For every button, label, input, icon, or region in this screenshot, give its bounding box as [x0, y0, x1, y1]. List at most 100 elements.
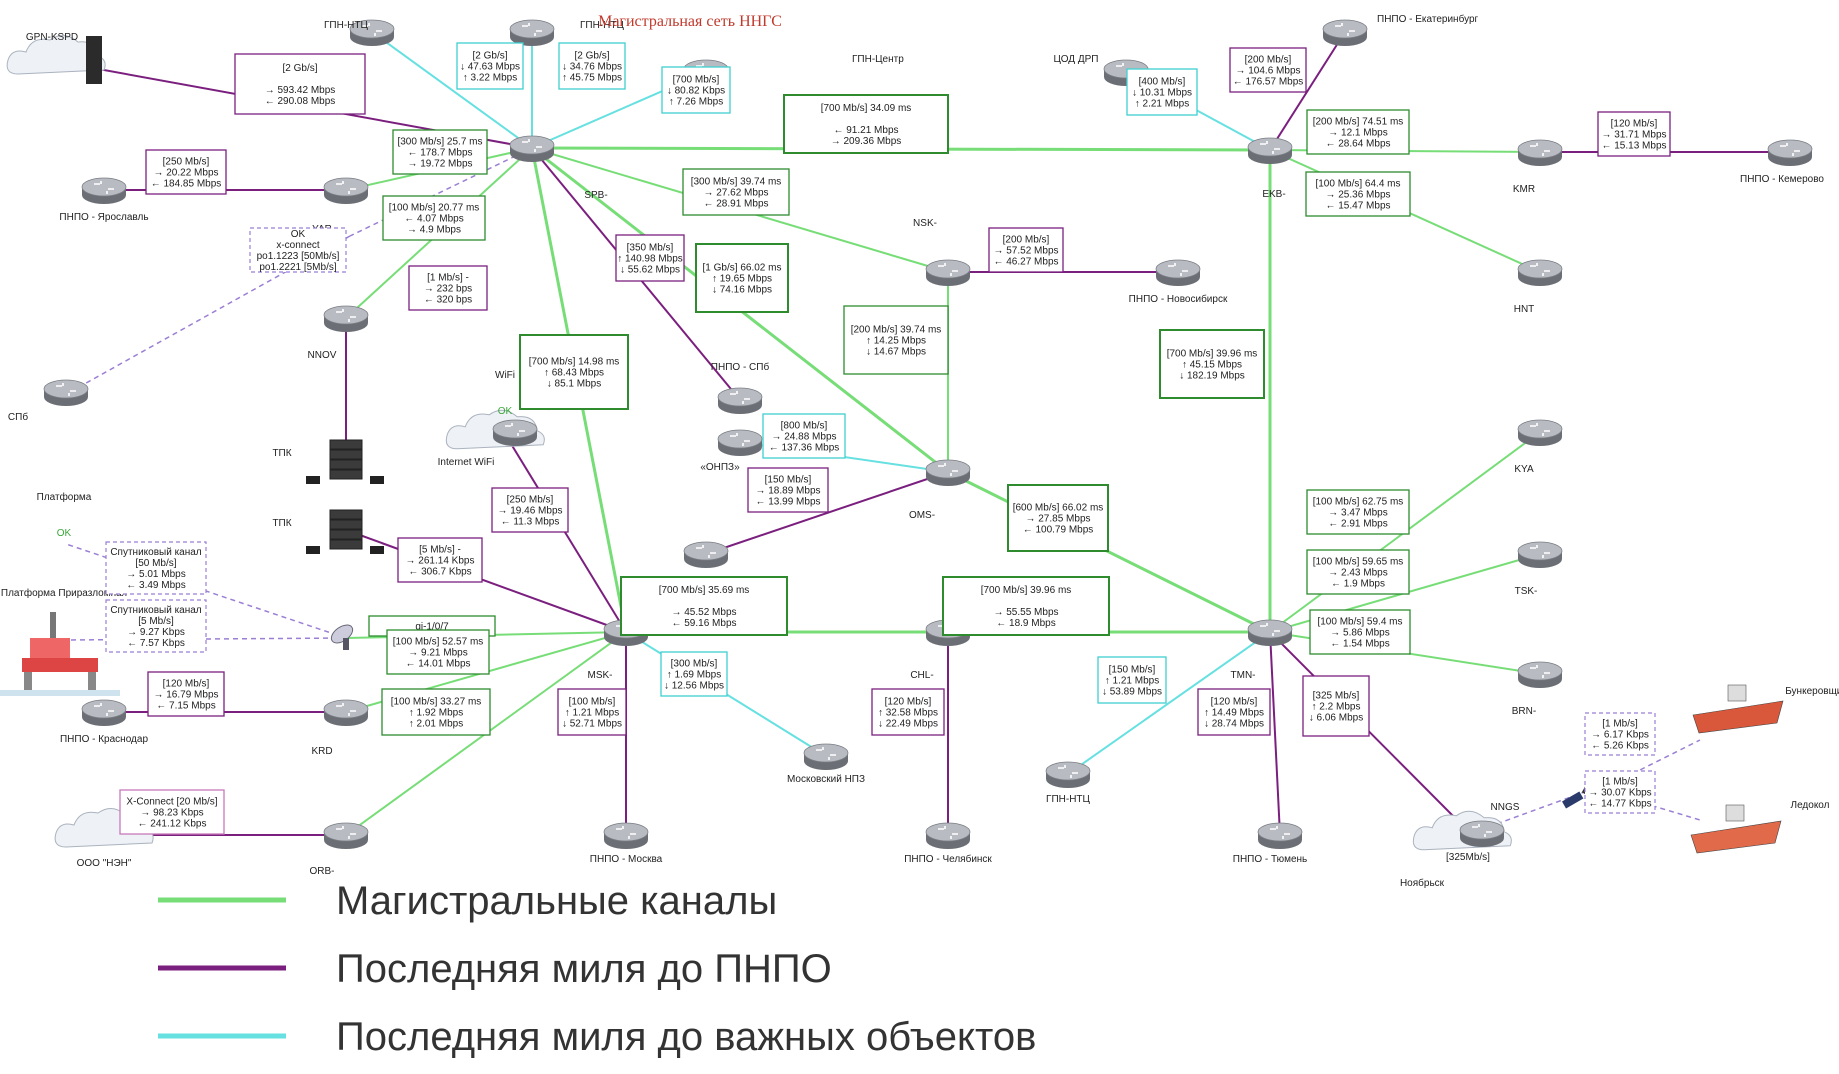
node-label: Ледокол [1791, 800, 1830, 811]
link-label-text: [150 Mb/s] [1109, 665, 1156, 676]
link-label-text: [2 Gb/s] [282, 63, 317, 74]
node-pnpo-nsk[interactable]: ПНПО - Новосибирск [1129, 259, 1228, 305]
node-nsk[interactable]: NSK- [913, 218, 971, 286]
legend-item: Последняя миля до важных объектов [158, 1015, 1036, 1059]
node-gpn-ntc3[interactable]: ГПН-НТЦ [1045, 761, 1091, 805]
node-pnpo-msk[interactable]: ПНПО - Москва [590, 822, 663, 865]
node-krd[interactable]: KRD [311, 699, 369, 757]
link-label-text: ← 15.47 Mbps [1325, 201, 1390, 212]
dashed-link [65, 637, 347, 641]
link-label-text: [200 Mb/s] [1003, 235, 1050, 246]
node-label: ПНПО - Екатеринбург [1377, 13, 1479, 25]
link-label-text: → 18.89 Mbps [755, 486, 820, 497]
node-spb-left[interactable]: СПб [8, 379, 89, 423]
node-noyabrsk[interactable]: Ноябрьск [1400, 877, 1445, 889]
node-oms[interactable]: OMS- [909, 459, 971, 521]
node-gpn-ntc1[interactable]: ГПН-НТЦ [324, 19, 395, 46]
node-gpn-kspd[interactable]: GPN-KSPD [6, 32, 106, 84]
node-pnpo-kem[interactable]: ПНПО - Кемерово [1740, 139, 1824, 185]
link-label-text: ↑ 14.49 Mbps [1204, 708, 1264, 719]
link-tmn-nngs [1269, 631, 1473, 836]
link-label-text: ← 3.49 Mbps [126, 580, 185, 591]
node-pnpo-spb[interactable]: ПНПО - СПб [711, 361, 770, 414]
node-pnpo-krd[interactable]: ПНПО - Краснодар [60, 699, 148, 745]
link-label-text: ← 184.85 Mbps [151, 179, 222, 190]
node-orb[interactable]: ORB- [310, 822, 369, 877]
link-label-text: → 30.07 Kbps [1588, 788, 1651, 799]
node-kya[interactable]: KYA [1514, 419, 1563, 475]
node-gpn-ntc2[interactable]: ГПН-НТЦ [509, 19, 624, 46]
node-brn[interactable]: BRN- [1512, 661, 1563, 717]
link-label-box: [200 Mb/s] 39.74 ms↑ 14.25 Mbps↓ 14.67 M… [843, 305, 949, 375]
node-onpz[interactable]: «ОНПЗ» [700, 429, 763, 473]
link-label-text: ← 100.79 Mbps [1023, 525, 1094, 536]
wifi-ok-status: OK [498, 406, 513, 417]
link-label-text: → 19.46 Mbps [497, 506, 562, 517]
link-label-text: ← 59.16 Mbps [671, 618, 736, 629]
node-label: ПНПО - Краснодар [60, 734, 148, 745]
node-mnpz[interactable]: Московский НПЗ [787, 743, 865, 785]
link-label-box: [100 Mb/s] 64.4 ms→ 25.36 Mbps← 15.47 Mb… [1305, 171, 1411, 217]
link-label-text: [5 Mb/s] [138, 616, 174, 627]
link-label-box: [700 Mb/s] 39.96 ms→ 55.55 Mbps← 18.9 Mb… [942, 576, 1110, 636]
link-label-box: [100 Mb/s]↑ 1.21 Mbps↓ 52.71 Mbps [557, 688, 627, 736]
node-label: NNGS [1491, 802, 1520, 813]
node-pnpo-chl[interactable]: ПНПО - Челябинск [904, 822, 992, 865]
node-yar[interactable]: YAR [312, 177, 369, 235]
node-label: EKB- [1262, 189, 1285, 200]
link-label-text: ↓ 85.1 Mbps [547, 379, 601, 390]
link-label-text: ↓ 47.63 Mbps [460, 62, 520, 73]
link-label-text: → 16.79 Mbps [153, 690, 218, 701]
link-label-text: ↑ 7.26 Mbps [669, 97, 723, 108]
link-label-text: [2 Gb/s] [472, 51, 507, 62]
link-label-text: ← 1.54 Mbps [1330, 639, 1389, 650]
link-label-text: → 5.01 Mbps [126, 569, 185, 580]
node-label: ТПК [272, 448, 291, 459]
node-nngs[interactable]: NNGS [1412, 802, 1520, 851]
link-label-text: ← 137.36 Mbps [769, 443, 840, 454]
node-ekb[interactable]: EKB- [1247, 137, 1293, 200]
link-label-box: [100 Mb/s] 62.75 ms→ 3.47 Mbps← 2.91 Mbp… [1306, 489, 1410, 535]
link-label-text: [300 Mb/s] 25.7 ms [397, 137, 482, 148]
node-kmr[interactable]: KMR [1513, 139, 1563, 195]
node-spb[interactable]: SPB- [509, 135, 608, 201]
link-label-text: ← 28.64 Mbps [1325, 139, 1390, 150]
link-label-text: x-connect [276, 240, 320, 251]
link-label-box: Спутниковый канал[50 Mb/s]→ 5.01 Mbps← 3… [105, 541, 207, 595]
node-tpk1[interactable]: ТПК [272, 439, 384, 484]
node-label: NSK- [913, 218, 937, 229]
link-label-box: [250 Mb/s]→ 19.46 Mbps← 11.3 Mbps [491, 487, 569, 533]
node-pnpo-ekb[interactable]: ПНПО - Екатеринбург [1322, 13, 1479, 46]
link-label-text: ↑ 1.92 Mbps [409, 708, 463, 719]
link-label-text: [120 Mb/s] [1211, 697, 1258, 708]
node-label: Бункеровщик [1785, 686, 1839, 697]
link-label-text: ↓ 14.67 Mbps [866, 347, 926, 358]
node-tsk[interactable]: TSK- [1515, 541, 1563, 597]
link-label-text: ↑ 2.01 Mbps [409, 719, 463, 730]
link-label-text: [150 Mb/s] [765, 475, 812, 486]
link-label-text: ↓ 6.06 Mbps [1309, 713, 1363, 724]
node-tpk2[interactable]: ТПК [272, 509, 384, 554]
link-label-text: [200 Mb/s] [1245, 55, 1292, 66]
node-pnpo-tmn[interactable]: ПНПО - Тюмень [1233, 822, 1308, 865]
link-label-text: ← 5.26 Kbps [1591, 741, 1649, 752]
node-nnov[interactable]: NNOV [308, 305, 369, 361]
node-label: ПНПО - Москва [590, 854, 663, 865]
node-tmn[interactable]: TMN- [1231, 619, 1293, 681]
node-label: KMR [1513, 184, 1535, 195]
node-platforma[interactable]: Платформа [37, 491, 92, 503]
link-label-text: ↓ 182.19 Mbps [1179, 371, 1245, 382]
node-sat[interactable] [328, 621, 356, 650]
node-platforma-priraz[interactable]: Платформа Приразломная [0, 587, 127, 696]
node-hnt[interactable]: HNT [1514, 259, 1563, 315]
link-label-box: [700 Mb/s]↓ 80.82 Kbps↑ 7.26 Mbps [661, 66, 731, 114]
link-label-box: [250 Mb/s]→ 20.22 Mbps← 184.85 Mbps [145, 149, 227, 195]
link-label-box: X-Connect [20 Mb/s]→ 98.23 Kbps← 241.12 … [119, 789, 225, 835]
node-ledokol[interactable]: Ледокол [1690, 800, 1830, 854]
node-pnpo-yar[interactable]: ПНПО - Ярославль [59, 177, 149, 223]
node-label: Ноябрьск [1400, 877, 1445, 889]
node-label: ORB- [310, 866, 335, 877]
node-bunker[interactable]: Бункеровщик [1692, 684, 1839, 734]
link-label-text: [100 Mb/s] [569, 697, 616, 708]
node-wifi[interactable]: Internet WiFi [438, 409, 545, 468]
